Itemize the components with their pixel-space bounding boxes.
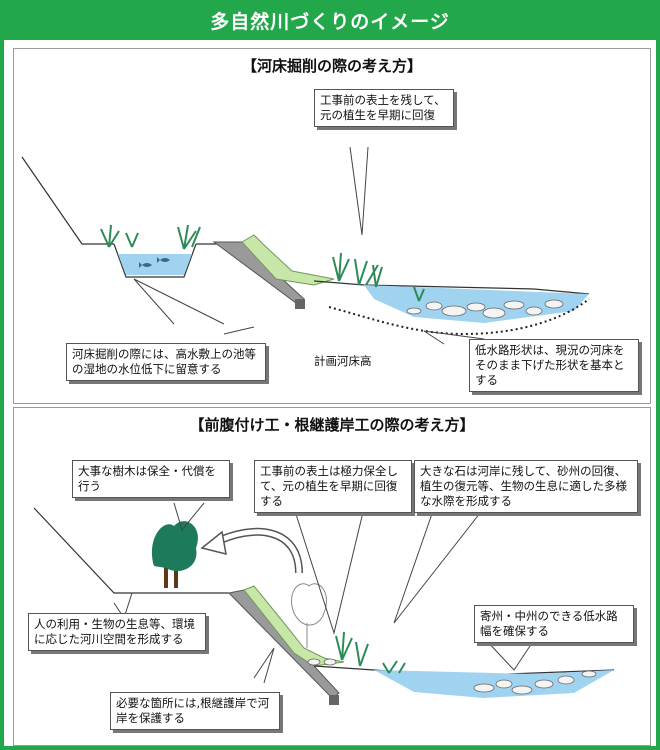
pond-water bbox=[118, 254, 192, 275]
callout-pointers bbox=[113, 502, 535, 684]
pond-fish-2 bbox=[157, 257, 170, 263]
callout-topsoil: 工事前の表土を残して、元の植生を早期に回復 bbox=[314, 89, 454, 127]
riparian-plants bbox=[100, 224, 425, 302]
callout-trees: 大事な樹木は保全・代償を行う bbox=[72, 460, 230, 498]
riverbed-excavation-panel: 【河床掘削の際の考え方】 bbox=[13, 48, 651, 404]
callout-topsoil: 工事前の表土は極力保全して、元の植生を早期に回復する bbox=[254, 460, 412, 513]
riverbed-cross-section bbox=[21, 146, 590, 345]
section1-heading: 【河床掘削の際の考え方】 bbox=[241, 57, 422, 75]
label-planned-riverbed: 計画河床高 bbox=[314, 354, 372, 368]
callout-pointers bbox=[133, 146, 485, 345]
callout-large-stones: 大きな石は河岸に残して、砂州の回復、植生の復元等、生物の生息に適した多様な水際を… bbox=[414, 460, 638, 513]
planned-bed-line bbox=[328, 298, 590, 336]
embankment-backfill bbox=[243, 585, 345, 667]
callout-channel-width: 寄州・中州のできる低水路幅を確保する bbox=[474, 605, 634, 643]
callout-pond-water-level: 河床掘削の際には、高水敷上の池等の湿地の水位低下に留意する bbox=[66, 343, 266, 381]
left-terrain-line bbox=[33, 507, 229, 594]
callout-river-space: 人の利用・生物の生息等、環境に応じた河川空間を形成する bbox=[28, 613, 206, 651]
revetment-footing bbox=[295, 299, 305, 309]
revetment-footing bbox=[329, 695, 339, 705]
river-water bbox=[374, 670, 614, 698]
preserved-tree bbox=[152, 521, 198, 588]
figure-title: 多自然川づくりのイメージ bbox=[4, 4, 656, 40]
riverbed-stones bbox=[406, 299, 564, 319]
pond-fish-1 bbox=[139, 262, 152, 268]
riparian-plants bbox=[335, 631, 406, 674]
river-bank-line bbox=[313, 280, 590, 295]
bank-stones bbox=[307, 658, 597, 695]
left-bank-line bbox=[21, 156, 114, 245]
revetment-cross-section bbox=[33, 502, 615, 705]
section2-heading: 【前腹付け工・根継護岸工の際の考え方】 bbox=[189, 416, 475, 434]
root-revetment bbox=[227, 589, 340, 699]
relocated-tree bbox=[291, 583, 327, 648]
pond-basin bbox=[113, 243, 197, 278]
embankment-revetment-panel: 【前腹付け工・根継護岸工の際の考え方】 bbox=[13, 407, 651, 746]
callout-root-revetment: 必要な箇所には,根継護岸で河岸を保護する bbox=[110, 692, 280, 730]
callout-low-water-channel: 低水路形状は、現況の河床をそのまま下げた形状を基本とする bbox=[469, 339, 639, 392]
topsoil-slope bbox=[241, 234, 335, 286]
